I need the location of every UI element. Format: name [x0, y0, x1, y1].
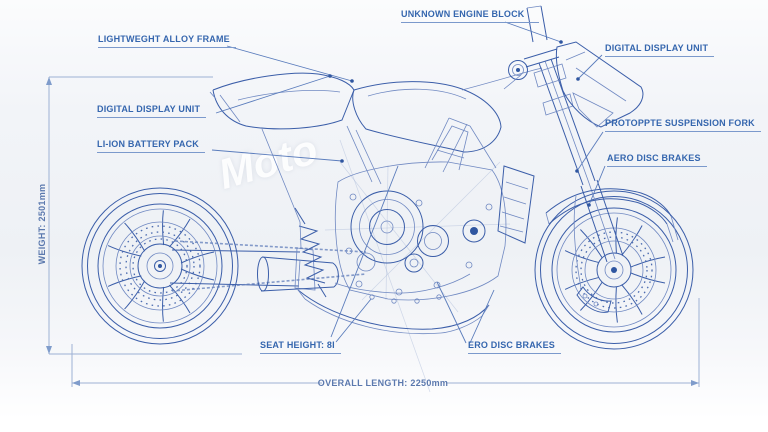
label-digital-display-unit-front: DIGITAL DISPLAY UNIT — [605, 43, 715, 57]
front-wheel — [534, 190, 694, 350]
swingarm-drivetrain — [169, 207, 471, 298]
label-prototype-suspension-fork: PROTOPPTE SUSPENSION FORK — [605, 118, 761, 132]
label-ero-disc-brakes: ERO DISC BRAKES — [468, 340, 562, 354]
overall-length-dimension: OVERALL LENGTH: 2250mm — [318, 378, 448, 388]
label-seat-height: SEAT HEIGHT: 8I — [260, 340, 341, 354]
label-lightweight-alloy-frame: LIGHTWEGHT ALLOY FRAME — [98, 34, 236, 48]
leader-lines — [211, 21, 606, 344]
label-unknown-engine-block: UNKNOWN ENGINE BLOCK — [401, 9, 539, 23]
front-end — [503, 5, 679, 263]
frame-bodywork — [209, 67, 543, 249]
construction-lines — [324, 139, 511, 393]
dimension-lines: OVERALL LENGTH: 2250mm WEIGHT: 2501mm — [37, 76, 700, 388]
label-li-ion-battery-pack: LI-ION BATTERY PACK — [97, 139, 205, 153]
rear-wheel — [81, 187, 239, 345]
overall-height-dimension: WEIGHT: 2501mm — [37, 184, 47, 265]
label-digital-display-unit-left: DIGITAL DISPLAY UNIT — [97, 104, 207, 118]
label-aero-disc-brakes: AERO DISC BRAKES — [607, 153, 707, 167]
engine-block — [297, 117, 535, 335]
